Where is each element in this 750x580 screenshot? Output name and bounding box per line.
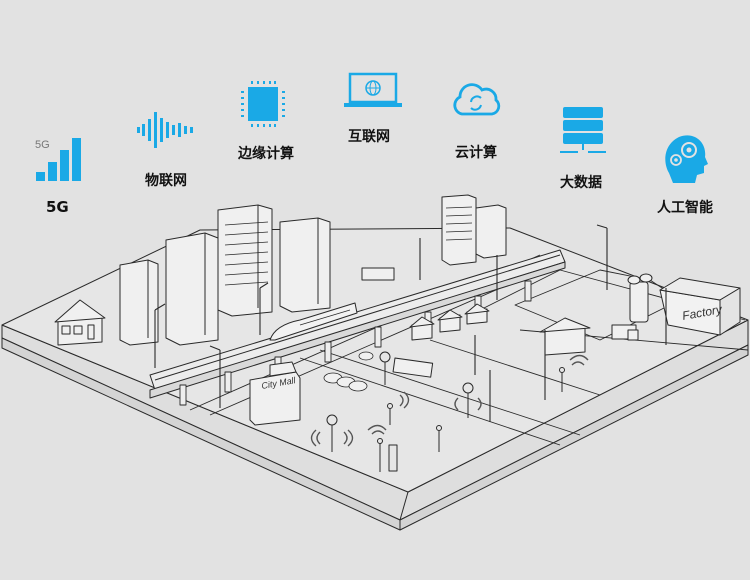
street-lamps xyxy=(154,224,667,422)
label-edge-computing: 边缘计算 xyxy=(238,146,294,162)
tower-5 xyxy=(441,194,477,266)
plaza-elements xyxy=(310,351,589,472)
tower-6 xyxy=(475,204,507,259)
bus xyxy=(392,357,434,378)
label-cloud-computing: 云计算 xyxy=(455,145,497,161)
label-internet: 互联网 xyxy=(348,129,390,145)
tower-2 xyxy=(165,232,219,346)
kiosk xyxy=(388,444,398,472)
label-ai: 人工智能 xyxy=(657,200,713,216)
house-small-3 xyxy=(464,303,490,325)
truck xyxy=(611,324,639,341)
head-gears-icon xyxy=(661,133,709,185)
label-big-data: 大数据 xyxy=(560,175,602,191)
person xyxy=(387,403,393,425)
chip-icon xyxy=(240,78,286,130)
label-5g: 5G xyxy=(46,198,69,216)
house-left xyxy=(54,299,106,346)
tower-3 xyxy=(217,204,273,317)
train xyxy=(269,302,358,341)
person xyxy=(559,367,565,392)
signal-bars-icon: 5G xyxy=(33,135,83,185)
city-mall: City Mall xyxy=(249,361,301,426)
elevated-railway xyxy=(149,249,566,406)
tower-1 xyxy=(119,259,159,346)
laptop-globe-icon xyxy=(343,72,403,112)
parking-cars xyxy=(323,351,374,392)
factory: Factory xyxy=(627,273,741,336)
bus-top xyxy=(361,267,395,281)
label-iot: 物联网 xyxy=(145,173,187,189)
database-server-icon xyxy=(560,106,606,154)
tower-4 xyxy=(279,217,331,313)
person xyxy=(377,438,383,472)
house-right xyxy=(539,317,591,356)
buildings: City Mall Factory xyxy=(54,194,741,426)
cloud-sync-icon xyxy=(450,80,502,120)
house-small-1 xyxy=(409,316,435,341)
signal-text: 5G xyxy=(35,139,50,151)
person xyxy=(436,425,442,452)
sound-wave-icon xyxy=(136,112,196,148)
house-small-2 xyxy=(437,309,463,333)
